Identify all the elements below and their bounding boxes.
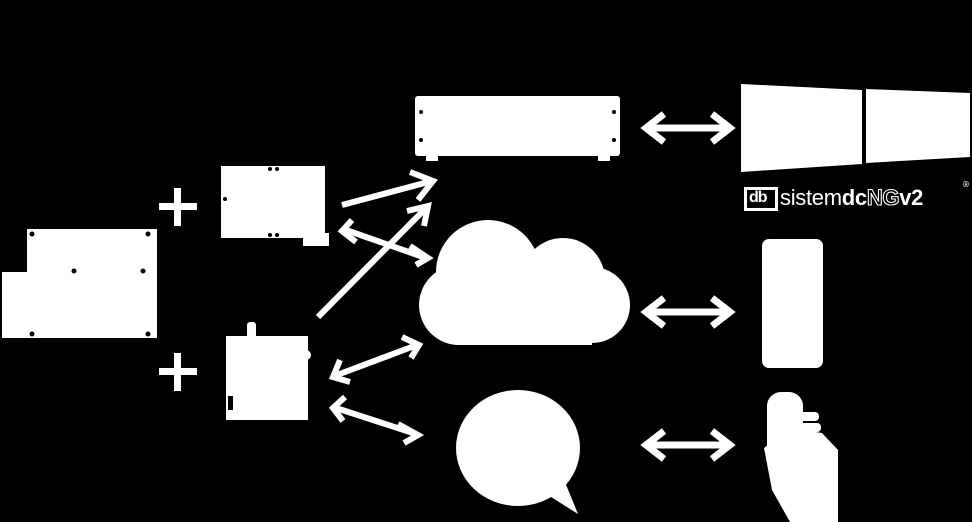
double-arrow-icon <box>646 298 730 326</box>
logo-part-sistem: sistem <box>780 185 842 210</box>
smartphone-icon <box>762 239 823 368</box>
registered-mark: ® <box>962 180 970 189</box>
speech-bubble-icon <box>456 390 580 514</box>
expansion-module-device <box>221 166 329 246</box>
double-arrow-icon <box>646 114 730 142</box>
plus-icon <box>159 188 197 226</box>
logo-part-ng: NG <box>866 184 900 210</box>
server-device <box>415 96 620 161</box>
logo-part-dc: dc <box>841 185 867 210</box>
windows-logo-icon <box>741 84 970 172</box>
logo-badge-text: db <box>749 189 768 206</box>
double-arrow-icon <box>646 431 730 459</box>
gsm-module-device <box>226 322 311 420</box>
connection-arrows <box>315 169 438 446</box>
logo-part-v2: v2 <box>899 185 924 210</box>
sistemdc-logo: db sistemdcNGv2 ® <box>742 180 970 214</box>
main-controller-device <box>2 229 157 338</box>
logo-wordmark: sistemdcNGv2 <box>780 184 923 212</box>
plus-icon <box>159 353 197 391</box>
hand-remote-icon <box>764 392 838 522</box>
logo-badge <box>744 187 778 211</box>
cloud-icon <box>419 220 630 345</box>
